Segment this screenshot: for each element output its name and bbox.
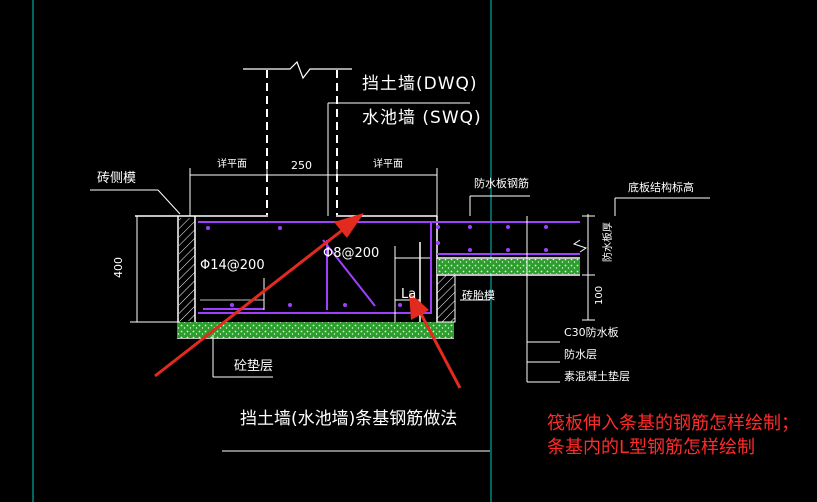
label-waterproof-board-rebar: 防水板钢筋 — [474, 177, 529, 190]
label-plain-concrete-pad: 素混凝土垫层 — [564, 370, 630, 383]
dimension-lines — [130, 168, 595, 323]
label-rebar-main: Φ14@200 — [200, 258, 265, 273]
retaining-wall — [243, 60, 352, 215]
label-dim-250: 250 — [291, 159, 312, 172]
foundation-outline — [135, 215, 580, 339]
label-rebar-stirrup: Φ8@200 — [323, 246, 380, 261]
label-brick-tire-form: 砖胎模 — [462, 289, 495, 302]
label-slab-bottom-elev: 底板结构标高 — [628, 181, 694, 194]
label-cut-plane-left: 详平面 — [217, 159, 247, 170]
label-dwq: 挡土墙(DWQ) — [362, 74, 478, 94]
drawing-title: 挡土墙(水池墙)条基钢筋做法 — [240, 409, 458, 429]
brick-tire-form — [436, 274, 456, 323]
label-dim-100: 100 — [594, 285, 605, 305]
label-swq: 水池墙 (SWQ) — [362, 108, 482, 128]
label-dim-400: 400 — [112, 257, 125, 278]
rebar-dots — [206, 225, 548, 307]
brick-side-form-hatch — [179, 218, 195, 321]
label-brick-side-form: 砖侧模 — [97, 171, 137, 186]
label-slab-thickness: 防水板厚 — [603, 222, 614, 262]
label-cut-plane-right: 详平面 — [373, 159, 403, 170]
label-waterproof-layer: 防水层 — [564, 348, 597, 361]
label-anchor-la: La — [401, 287, 417, 302]
concrete-pad-fill — [177, 322, 454, 338]
label-concrete-pad: 砼垫层 — [234, 359, 274, 374]
slab-pad-fill — [437, 259, 580, 274]
question-note: 筏板伸入条基的钢筋怎样绘制；条基内的L型钢筋怎样绘制 — [547, 413, 799, 458]
annotation-arrows — [154, 213, 462, 389]
label-c30-board: C30防水板 — [564, 326, 619, 339]
